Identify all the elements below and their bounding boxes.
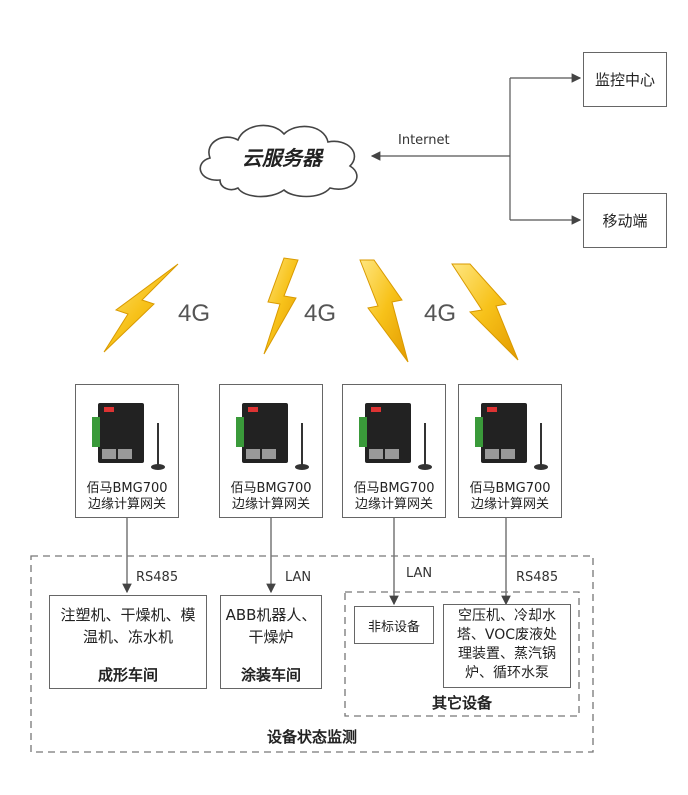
mobile-terminal-label: 移动端 [602, 212, 648, 230]
link-label-lan: LAN [404, 566, 435, 581]
gateway-type: 边缘计算网关 [354, 497, 433, 512]
gateway-model: 佰马BMG700 [230, 481, 312, 496]
signal-4g-label: 4G [178, 300, 211, 327]
painting-workshop-box[interactable]: ABB机器人、干燥炉 涂装车间 [220, 595, 322, 689]
molding-workshop-box[interactable]: 注塑机、干燥机、模温机、冻水机 成形车间 [49, 595, 207, 689]
lightning-icon [263, 257, 299, 355]
painting-devices-text: ABB机器人、干燥炉 [225, 606, 317, 646]
molding-devices-text: 注塑机、干燥机、模温机、冻水机 [60, 606, 196, 646]
gateway-caption: 佰马BMG700 边缘计算网关 [459, 481, 561, 513]
gateway-caption: 佰马BMG700 边缘计算网关 [343, 481, 445, 513]
gateway-model: 佰马BMG700 [353, 481, 435, 496]
monitor-center-box[interactable]: 监控中心 [583, 52, 667, 107]
lightning-icon [451, 263, 519, 361]
signal-4g-label: 4G [304, 300, 337, 327]
cloud-server-label: 云服务器 [242, 146, 322, 170]
other-equipment-title: 其它设备 [431, 694, 492, 712]
other-devices-text: 空压机、冷却水塔、VOC废液处理装置、蒸汽锅炉、循环水泵 [456, 608, 558, 681]
monitor-center-label: 监控中心 [594, 71, 655, 89]
link-label-rs485: RS485 [134, 570, 181, 585]
gateway-device-icon [475, 403, 548, 470]
nonstandard-equipment-label: 非标设备 [367, 619, 420, 635]
gateway-type: 边缘计算网关 [231, 497, 310, 512]
gateway-box[interactable]: 佰马BMG700 边缘计算网关 [219, 384, 323, 518]
gateway-model: 佰马BMG700 [469, 481, 551, 496]
mobile-terminal-box[interactable]: 移动端 [583, 193, 667, 248]
nonstandard-equipment-box[interactable]: 非标设备 [354, 606, 434, 644]
gateway-caption: 佰马BMG700 边缘计算网关 [220, 481, 322, 513]
gateway-device-icon [92, 403, 165, 470]
gateway-box[interactable]: 佰马BMG700 边缘计算网关 [458, 384, 562, 518]
gateway-caption: 佰马BMG700 边缘计算网关 [76, 481, 178, 513]
painting-workshop-title: 涂装车间 [240, 666, 301, 684]
monitoring-title: 设备状态监测 [266, 728, 357, 746]
molding-workshop-title: 成形车间 [97, 666, 158, 684]
gateway-device-icon [359, 403, 432, 470]
gateway-model: 佰马BMG700 [86, 481, 168, 496]
gateway-device-icon [236, 403, 309, 470]
other-devices-box[interactable]: 空压机、冷却水塔、VOC废液处理装置、蒸汽锅炉、循环水泵 [443, 604, 571, 688]
link-label-rs485: RS485 [514, 570, 561, 585]
gateway-box[interactable]: 佰马BMG700 边缘计算网关 [75, 384, 179, 518]
lightning-icon [359, 259, 409, 363]
gateway-type: 边缘计算网关 [470, 497, 549, 512]
signal-4g-label: 4G [424, 300, 457, 327]
gateway-box[interactable]: 佰马BMG700 边缘计算网关 [342, 384, 446, 518]
internet-label: Internet [398, 133, 450, 148]
cloud-icon [199, 124, 358, 198]
gateway-type: 边缘计算网关 [87, 497, 166, 512]
lightning-icon [103, 263, 179, 353]
link-label-lan: LAN [283, 570, 314, 585]
